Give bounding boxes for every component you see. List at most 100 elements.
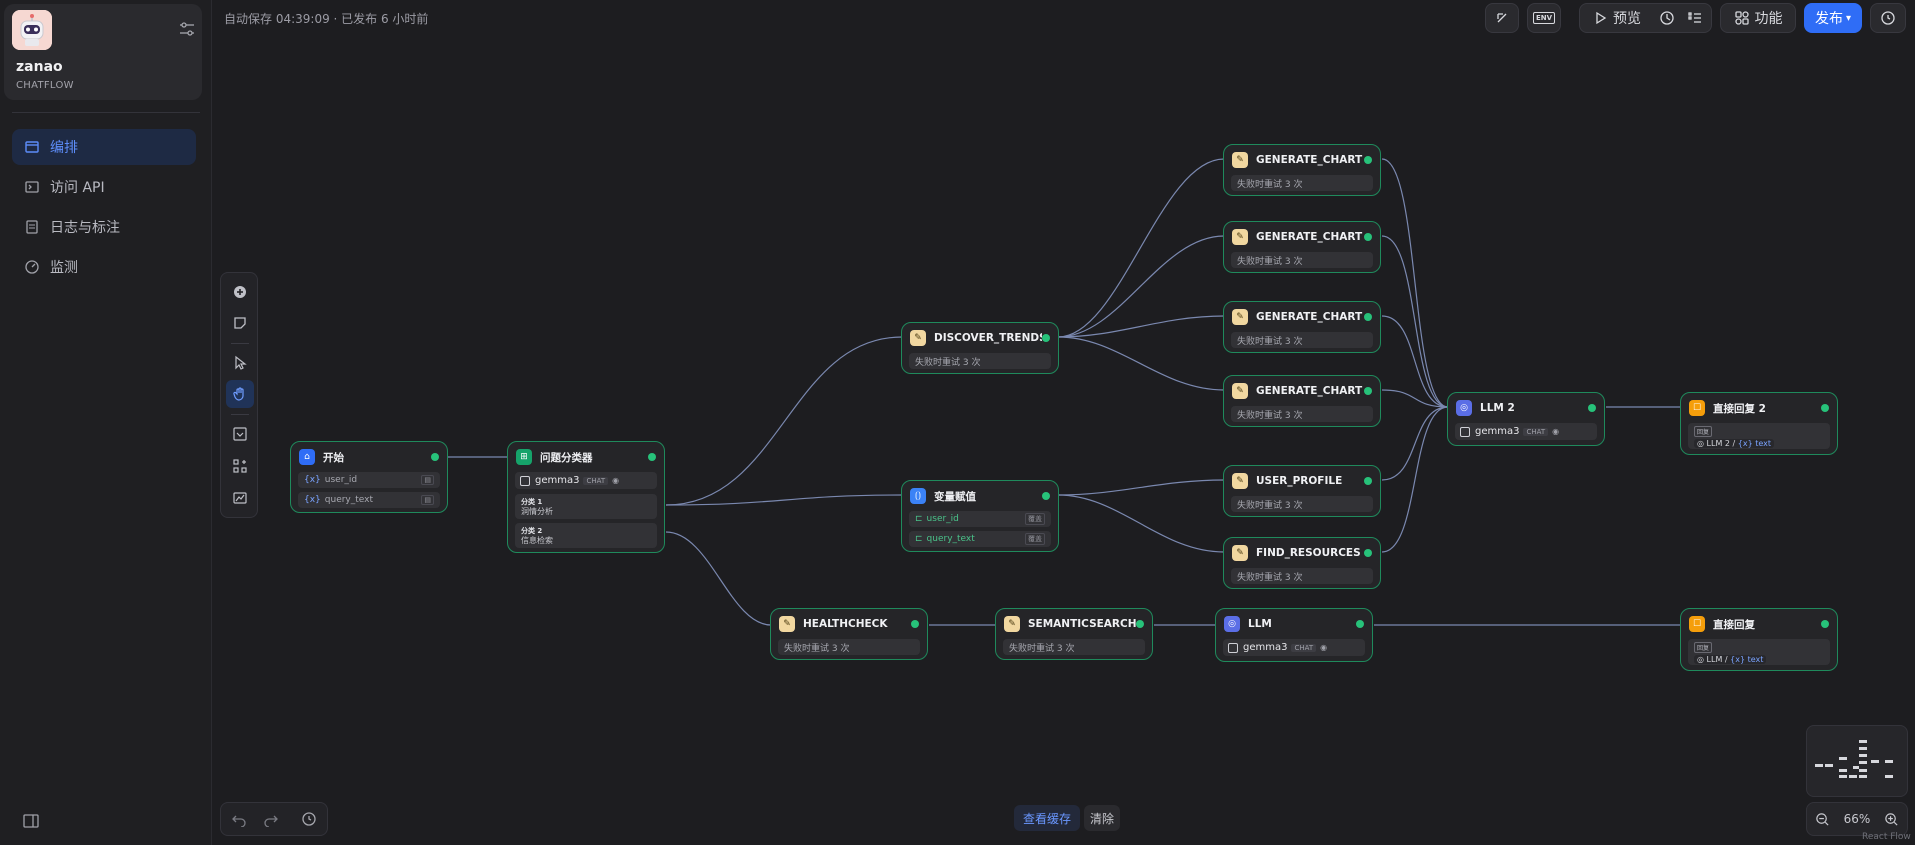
history-icon[interactable] — [301, 811, 317, 827]
publish-button[interactable]: 发布 ▾ — [1804, 3, 1862, 33]
model-mode-badge: CHAT — [1523, 427, 1549, 436]
node-discover-trends[interactable]: ✎ DISCOVER_TRENDS 失败时重试 3 次 — [901, 322, 1059, 374]
view-cache-button[interactable]: 查看缓存 — [1014, 805, 1080, 831]
ref-node-name: LLM — [1706, 655, 1723, 664]
features-button[interactable]: 功能 — [1720, 3, 1796, 33]
pointer-mode-button[interactable] — [226, 349, 254, 377]
sidebar-item-api[interactable]: 访问 API — [12, 169, 196, 205]
node-generate-chart[interactable]: ✎ GENERATE_CHART 失败时重试 3 次 — [1223, 375, 1381, 427]
export-image-button[interactable] — [226, 420, 254, 448]
autosave-status: 自动保存 04:39:09 · 已发布 6 小时前 — [224, 12, 429, 26]
tool-icon: ✎ — [910, 330, 926, 346]
model-icon — [1228, 642, 1238, 653]
hand-mode-button[interactable] — [226, 380, 254, 408]
layout-grid-icon — [233, 459, 247, 473]
node-generate-chart-wcg[interactable]: ✎ GENERATE_CHART WCG 失败时重试 3 次 — [1223, 144, 1381, 196]
tool-icon: ✎ — [1232, 383, 1248, 399]
play-icon[interactable] — [1592, 10, 1608, 26]
eye-icon: ◉ — [1552, 427, 1560, 436]
node-title: GENERATE_CHART SP — [1256, 231, 1364, 243]
success-status-icon — [1042, 492, 1050, 500]
answer-icon: ☐ — [1689, 616, 1705, 632]
class-label: 分类 1 — [521, 498, 543, 506]
retry-info: 失败时重试 3 次 — [1231, 332, 1373, 348]
preview-button[interactable]: 预览 — [1613, 11, 1641, 27]
node-title: 问题分类器 — [540, 451, 593, 464]
tool-icon: ✎ — [1232, 473, 1248, 489]
success-status-icon — [1821, 620, 1829, 628]
success-status-icon — [1821, 404, 1829, 412]
add-note-button[interactable] — [226, 309, 254, 337]
node-answer-2[interactable]: ☐ 直接回复 2 回复 ◎ LLM 2 / {x} text — [1680, 392, 1838, 455]
run-history-icon[interactable] — [1659, 10, 1675, 26]
attribution[interactable]: React Flow — [1862, 832, 1911, 842]
sidebar-item-logs[interactable]: 日志与标注 — [12, 209, 196, 245]
features-label: 功能 — [1754, 11, 1783, 27]
node-title: 变量赋值 — [934, 490, 976, 503]
answer-content: 回复 ◎ LLM / {x} text — [1688, 639, 1830, 665]
variable-reference: ◎ LLM 2 / {x} text — [1694, 439, 1775, 448]
node-answer[interactable]: ☐ 直接回复 回复 ◎ LLM / {x} text — [1680, 608, 1838, 671]
assign-mode-badge: 覆盖 — [1025, 513, 1045, 525]
checklist-button[interactable] — [1485, 3, 1519, 33]
retry-info: 失败时重试 3 次 — [778, 639, 920, 655]
add-node-button[interactable] — [226, 278, 254, 306]
node-find-resources[interactable]: ✎ FIND_RESOURCES 失败时重试 3 次 — [1223, 537, 1381, 589]
edge — [1057, 158, 1225, 338]
node-title: 直接回复 — [1713, 618, 1755, 631]
node-healthcheck[interactable]: ✎ HEALTHCHECK 失败时重试 3 次 — [770, 608, 928, 660]
variable-assign-icon: ⟮⟯ — [910, 488, 926, 504]
redo-icon[interactable] — [263, 811, 279, 827]
organize-button[interactable] — [226, 452, 254, 480]
sidebar-item-orchestrate[interactable]: 编排 — [12, 129, 196, 165]
success-status-icon — [1042, 334, 1050, 342]
panel-collapse-icon[interactable] — [22, 812, 40, 830]
edge — [665, 531, 772, 626]
edge — [1381, 315, 1449, 408]
success-status-icon — [911, 620, 919, 628]
minimap-toggle-button[interactable] — [226, 484, 254, 512]
edge — [1381, 158, 1449, 408]
publish-label: 发布 — [1814, 11, 1843, 27]
env-button[interactable]: ENV — [1527, 3, 1561, 33]
node-title: GENERATE_CHART HT — [1256, 311, 1364, 323]
checklist-icon[interactable] — [1687, 10, 1703, 26]
zoom-out-icon[interactable] — [1815, 812, 1830, 827]
node-start[interactable]: ⌂ 开始 {x}user_id▤ {x}query_text▤ — [290, 441, 448, 513]
model-mode-badge: CHAT — [1291, 643, 1317, 652]
tool-icon: ✎ — [1232, 309, 1248, 325]
node-title: 直接回复 2 — [1713, 402, 1766, 415]
version-history-button[interactable] — [1870, 3, 1906, 33]
model-name: gemma3 — [1243, 642, 1288, 653]
retry-info: 失败时重试 3 次 — [1231, 175, 1373, 191]
clear-cache-button[interactable]: 清除 — [1084, 805, 1120, 831]
node-generate-chart-ht[interactable]: ✎ GENERATE_CHART HT 失败时重试 3 次 — [1223, 301, 1381, 353]
node-user-profile[interactable]: ✎ USER_PROFILE 失败时重试 3 次 — [1223, 465, 1381, 517]
zoom-in-icon[interactable] — [1884, 812, 1899, 827]
toolbar-divider — [231, 343, 249, 344]
node-semantic-search[interactable]: ✎ SEMANTICSEARCH 失败时重试 3 次 — [995, 608, 1153, 660]
node-title: DISCOVER_TRENDS — [934, 332, 1042, 344]
sidebar-item-monitor[interactable]: 监测 — [12, 249, 196, 285]
sliders-icon[interactable] — [178, 20, 196, 38]
canvas-toolbar — [220, 272, 258, 518]
edge — [1381, 406, 1449, 553]
minimap[interactable] — [1806, 725, 1908, 797]
node-generate-chart-sp[interactable]: ✎ GENERATE_CHART SP 失败时重试 3 次 — [1223, 221, 1381, 273]
app-card[interactable]: zanao CHATFLOW — [4, 4, 202, 100]
model-mode-badge: CHAT — [583, 476, 609, 485]
zoom-level[interactable]: 66% — [1843, 812, 1871, 826]
undo-icon[interactable] — [231, 811, 247, 827]
class-label: 分类 2 — [521, 527, 543, 535]
app-mode: CHATFLOW — [16, 80, 74, 91]
tool-icon: ✎ — [1232, 545, 1248, 561]
